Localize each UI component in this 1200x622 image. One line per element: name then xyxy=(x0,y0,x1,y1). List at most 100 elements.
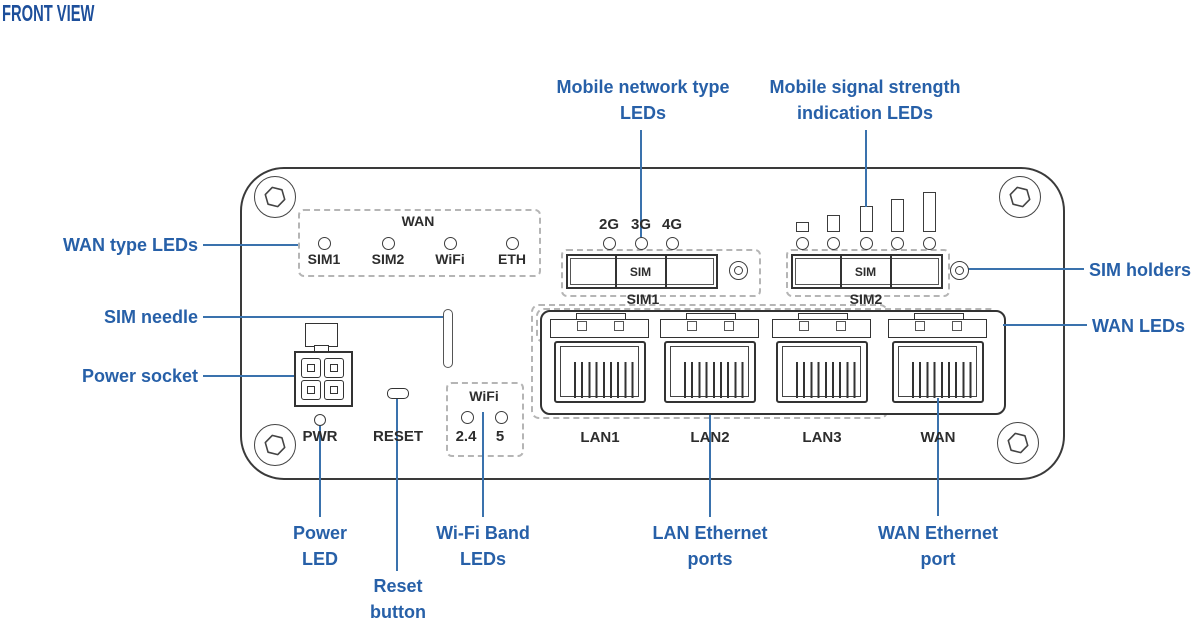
leader-power-socket xyxy=(203,375,294,377)
callout-power-socket: Power socket xyxy=(81,366,198,386)
rj45-body xyxy=(776,341,868,403)
callout-wan-port: WAN Ethernet port xyxy=(877,523,998,569)
port-wan xyxy=(888,310,988,414)
wan-led-eth-label: ETH xyxy=(498,251,526,267)
rj45-body xyxy=(554,341,646,403)
wan-led-wifi xyxy=(444,237,457,250)
sim1-holder: SIM xyxy=(566,254,718,289)
port-led-notch xyxy=(724,321,734,331)
signal-led-5 xyxy=(923,237,936,250)
power-pin-inner xyxy=(307,364,315,372)
sim2-divider xyxy=(890,256,892,287)
wan-led-sim2 xyxy=(382,237,395,250)
wan-led-group-box xyxy=(298,209,541,277)
signal-led-2 xyxy=(827,237,840,250)
leader-wifi-band-leds xyxy=(482,412,484,517)
sim1-eject-inner xyxy=(734,266,743,275)
wan-group-title: WAN xyxy=(401,213,435,229)
callout-reset-button: Reset button xyxy=(370,576,426,622)
leader-power-led xyxy=(319,425,321,517)
signal-led-4 xyxy=(891,237,904,250)
wifi-led-24 xyxy=(461,411,474,424)
leader-sim-holders xyxy=(968,268,1084,270)
wifi-group-box xyxy=(446,382,524,457)
power-pin xyxy=(301,358,321,378)
callout-mobile-signal-leds: Mobile signal strength indication LEDs xyxy=(769,77,961,123)
port-label-wan: WAN xyxy=(920,429,956,446)
sim1-divider xyxy=(615,256,617,287)
port-led-notch xyxy=(687,321,697,331)
leader-mobile-network-leds xyxy=(640,130,642,237)
signal-bar-1 xyxy=(796,222,809,232)
sim2-dashed-box xyxy=(786,249,950,297)
rj45-pins xyxy=(684,362,744,398)
wifi-led-5-label: 5 xyxy=(495,428,505,445)
network-led-4g xyxy=(666,237,679,250)
callout-wan-type-leds: WAN type LEDs xyxy=(62,235,198,255)
network-led-4g-label: 4G xyxy=(661,216,683,233)
signal-bar-5 xyxy=(923,192,936,232)
wan-led-sim1-label: SIM1 xyxy=(307,251,341,267)
wan-led-eth xyxy=(506,237,519,250)
sim2-divider xyxy=(840,256,842,287)
power-pin xyxy=(301,380,321,400)
port-lan1 xyxy=(550,310,650,414)
rj45-body xyxy=(664,341,756,403)
rj45-pins xyxy=(574,362,634,398)
signal-bar-3 xyxy=(860,206,873,232)
rj45-body xyxy=(892,341,984,403)
power-pin-inner xyxy=(330,386,338,394)
callout-power-led: Power LED xyxy=(292,523,348,569)
leader-lan-ports xyxy=(709,415,711,517)
wan-led-sim1 xyxy=(318,237,331,250)
hex-screw-icon xyxy=(999,176,1041,218)
sim1-dashed-box xyxy=(561,249,761,297)
hex-screw-icon xyxy=(997,422,1039,464)
sim1-label: SIM1 xyxy=(626,291,660,307)
rj45-pins xyxy=(912,362,972,398)
leader-reset-button xyxy=(396,397,398,571)
port-lan3 xyxy=(772,310,872,414)
signal-led-3 xyxy=(860,237,873,250)
network-led-3g-label: 3G xyxy=(630,216,652,233)
sim2-slot-text: SIM xyxy=(854,264,877,279)
signal-bar-2 xyxy=(827,215,840,232)
callout-lan-ports: LAN Ethernet ports xyxy=(652,523,768,569)
port-label-lan1: LAN1 xyxy=(580,429,620,446)
power-pin xyxy=(324,380,344,400)
power-socket-latch xyxy=(305,323,338,347)
port-led-notch xyxy=(915,321,925,331)
reset-label: RESET xyxy=(372,428,424,445)
wifi-led-24-label: 2.4 xyxy=(455,428,477,445)
callout-mobile-network-leds: Mobile network type LEDs xyxy=(556,77,730,123)
power-pin-inner xyxy=(307,386,315,394)
network-led-2g-label: 2G xyxy=(598,216,620,233)
port-led-bar xyxy=(772,319,871,338)
port-label-lan2: LAN2 xyxy=(690,429,730,446)
port-led-notch xyxy=(577,321,587,331)
power-pin-inner xyxy=(330,364,338,372)
callout-sim-needle: SIM needle xyxy=(103,307,198,327)
sim1-slot-text: SIM xyxy=(629,264,652,279)
power-pin xyxy=(324,358,344,378)
port-led-notch xyxy=(836,321,846,331)
port-led-notch xyxy=(952,321,962,331)
callout-wan-leds: WAN LEDs xyxy=(1092,316,1186,336)
port-led-notch xyxy=(614,321,624,331)
page-title: FRONT VIEW xyxy=(2,0,95,26)
port-led-bar xyxy=(888,319,987,338)
signal-led-1 xyxy=(796,237,809,250)
port-led-bar xyxy=(660,319,759,338)
network-led-3g xyxy=(635,237,648,250)
callout-wifi-band-leds: Wi-Fi Band LEDs xyxy=(436,523,530,569)
leader-wan-type-leds xyxy=(203,244,298,246)
power-led xyxy=(314,414,326,426)
wifi-led-5 xyxy=(495,411,508,424)
sim1-holder-inner xyxy=(570,258,714,285)
callout-sim-holders: SIM holders xyxy=(1089,260,1192,280)
sim2-eject-button xyxy=(950,261,969,280)
rj45-pins xyxy=(796,362,856,398)
port-lan2 xyxy=(660,310,760,414)
sim2-holder: SIM xyxy=(791,254,943,289)
port-led-bar xyxy=(550,319,649,338)
